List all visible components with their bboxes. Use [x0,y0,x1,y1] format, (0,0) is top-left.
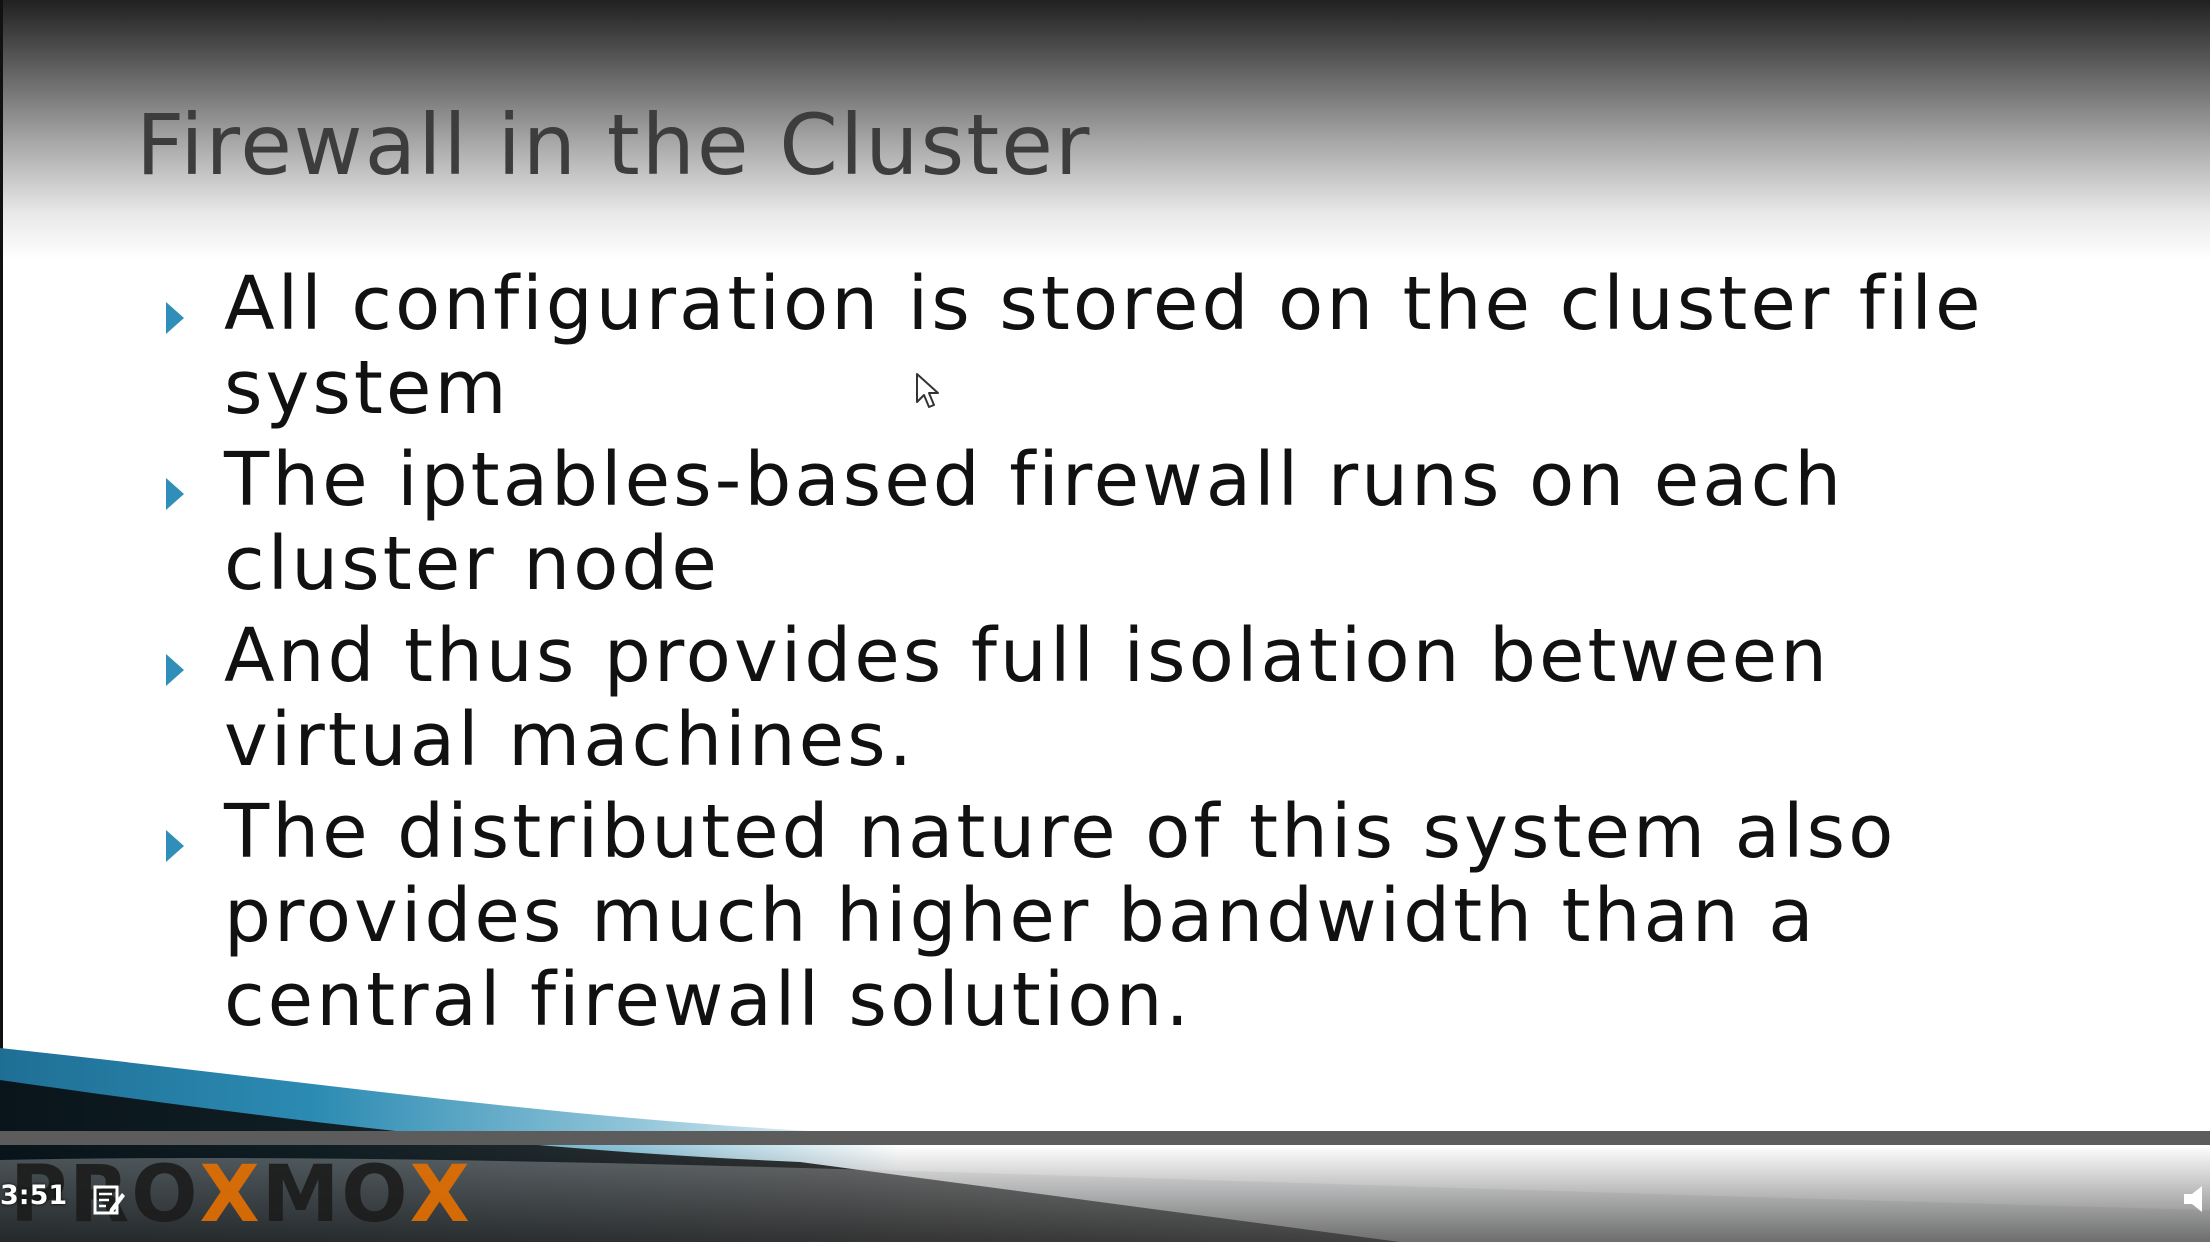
notes-icon[interactable] [92,1183,126,1217]
video-control-bar [0,1145,2210,1242]
bullet-text: And thus provides full isolation between… [224,613,1831,783]
logo-accent-x: X [409,1150,472,1240]
bullet-text: The distributed nature of this system al… [224,789,1897,1043]
bullet-triangle-icon [166,478,184,510]
volume-icon[interactable] [2182,1184,2210,1214]
bullet-item: And thus provides full isolation between… [160,614,2110,782]
slide-header-gradient [0,0,2210,260]
slide-title: Firewall in the Cluster [136,96,1092,194]
proxmox-logo: PROXMOX [10,1150,472,1240]
slide-body [0,260,2210,1242]
bullet-triangle-icon [166,830,184,862]
logo-text: MO [261,1150,410,1240]
logo-accent-x: X [199,1150,262,1240]
video-time-display: 3:51 [0,1180,68,1211]
bullet-item: The distributed nature of this system al… [160,790,2110,1042]
mouse-cursor-icon [916,373,939,408]
bullet-list: All configuration is stored on the clust… [160,262,2110,1050]
bullet-item: All configuration is stored on the clust… [160,262,2110,430]
frame-left-edge [0,0,3,1242]
bullet-triangle-icon [166,654,184,686]
bullet-text: All configuration is stored on the clust… [224,261,1984,431]
bullet-triangle-icon [166,302,184,334]
video-progress-bar[interactable] [0,1131,2210,1145]
bullet-item: The iptables-based firewall runs on each… [160,438,2110,606]
bullet-text: The iptables-based firewall runs on each… [224,437,1845,607]
